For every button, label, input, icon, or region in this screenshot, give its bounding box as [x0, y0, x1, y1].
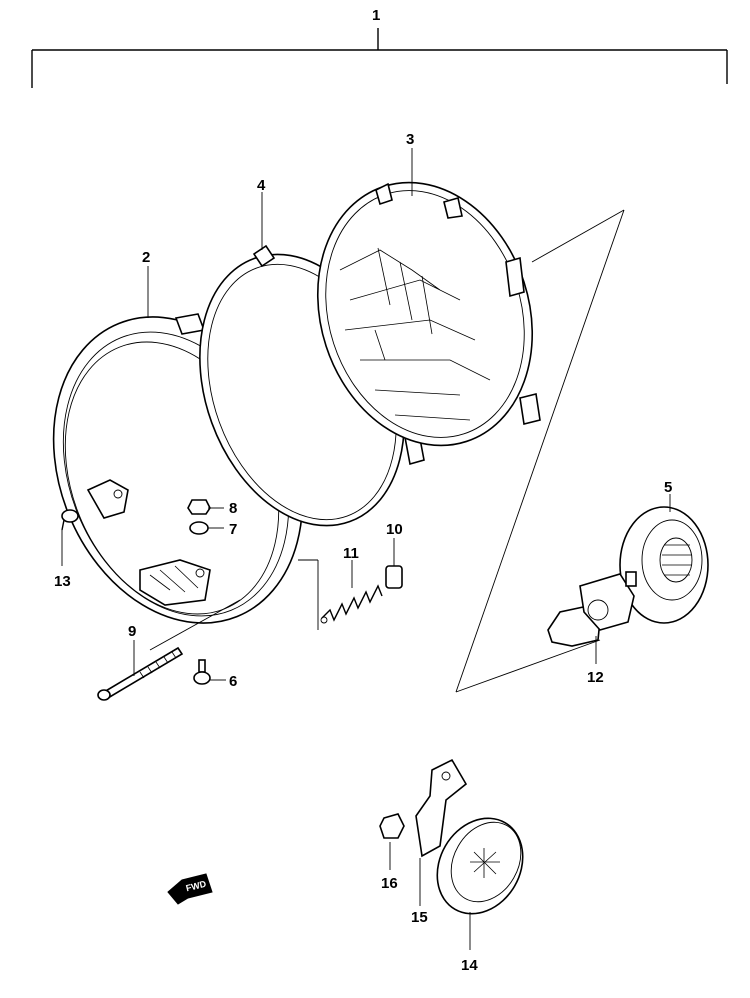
- part-washer-7: [189, 521, 209, 535]
- assembly-bracket: [31, 28, 728, 88]
- leader-lines: [61, 148, 671, 950]
- callout-1: 1: [372, 7, 380, 24]
- callout-15: 15: [411, 909, 428, 926]
- callout-8: 8: [229, 500, 237, 517]
- callout-2: 2: [142, 249, 150, 266]
- callout-5: 5: [664, 479, 672, 496]
- callout-4: 4: [257, 177, 266, 194]
- part-nut-16: [379, 813, 405, 839]
- callout-9: 9: [128, 623, 136, 640]
- part-screw-6: [193, 659, 211, 685]
- part-headlamp-unit: [316, 181, 541, 447]
- callouts: 1 2 3 4 5 6 7 8 9 10 11 12 13 14 15 16: [54, 7, 672, 974]
- assembly-lines: [149, 209, 625, 693]
- callout-12: 12: [587, 669, 604, 686]
- forward-arrow-icon: FWD: [167, 873, 213, 905]
- callout-10: 10: [386, 521, 403, 538]
- part-position-lamp: [436, 817, 524, 915]
- callout-7: 7: [229, 521, 237, 538]
- part-screw-13: [61, 509, 79, 531]
- callout-6: 6: [229, 673, 237, 690]
- callout-11: 11: [343, 545, 359, 562]
- part-spring: [320, 584, 383, 624]
- callout-13: 13: [54, 573, 71, 590]
- part-nut-8: [187, 499, 211, 515]
- part-bulb: [547, 571, 637, 647]
- callout-14: 14: [461, 957, 478, 974]
- callout-16: 16: [381, 875, 398, 892]
- part-spring-holder: [385, 565, 403, 589]
- part-adjusting-screw: [97, 646, 184, 701]
- forward-arrow-label: FWD: [185, 879, 208, 894]
- callout-3: 3: [406, 131, 414, 148]
- part-socket-cover: [619, 506, 709, 624]
- part-bracket-plate: [415, 758, 468, 858]
